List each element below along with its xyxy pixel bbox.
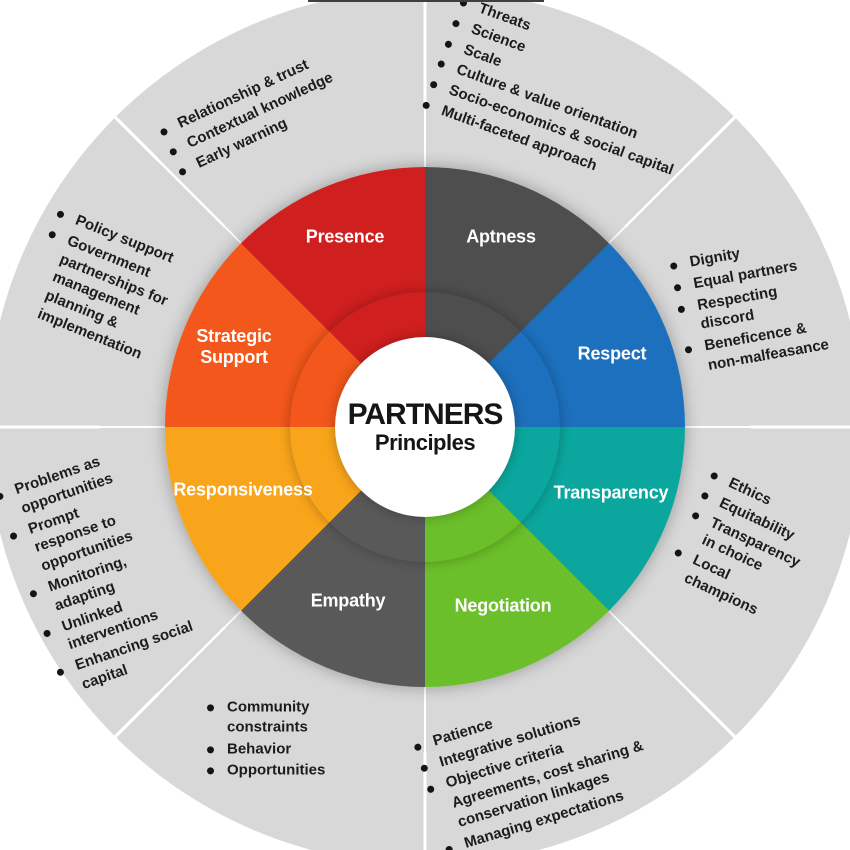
- bullet-icon: [413, 742, 423, 752]
- sector-label-strategic-support: Strategic Support: [196, 325, 272, 367]
- sector-label-responsiveness: Responsiveness: [173, 479, 313, 500]
- sector-label-negotiation: Negotiation: [454, 595, 552, 616]
- bullet-icon: [0, 491, 5, 501]
- note-item: Behavior: [207, 739, 397, 759]
- bullet-icon: [207, 704, 214, 712]
- bullet-icon: [8, 531, 18, 541]
- note-item: Community constraints: [207, 697, 397, 737]
- bullet-icon: [28, 589, 38, 599]
- note-text: Behavior: [227, 740, 292, 757]
- diagram-subtitle: Principles: [374, 429, 476, 455]
- bullet-icon: [168, 147, 178, 157]
- sector-label-respect: Respect: [577, 343, 647, 364]
- bullet-icon: [207, 767, 214, 775]
- bullet-icon: [159, 127, 169, 137]
- note-item: Opportunities: [207, 761, 397, 781]
- bullet-icon: [677, 304, 686, 314]
- bullet-icon: [673, 283, 682, 292]
- bullet-icon: [207, 746, 214, 753]
- top-edge-line: [308, 0, 544, 2]
- bullet-icon: [451, 18, 461, 28]
- bullet-icon: [700, 491, 710, 501]
- bullet-icon: [177, 166, 188, 177]
- bullet-icon: [444, 845, 454, 850]
- sector-label-empathy: Empathy: [310, 590, 386, 611]
- bullet-icon: [684, 345, 693, 354]
- note-text: Opportunities: [227, 761, 326, 779]
- sector-label-aptness: Aptness: [466, 226, 536, 247]
- bullet-icon: [421, 100, 431, 110]
- center-circle: PARTNERS Principles: [335, 337, 515, 517]
- bullet-icon: [436, 59, 446, 69]
- sector-label-transparency: Transparency: [553, 482, 669, 503]
- sector-label-presence: Presence: [305, 226, 385, 247]
- bullet-icon: [56, 667, 65, 677]
- bullet-icon: [419, 763, 429, 773]
- bullet-icon: [444, 39, 454, 49]
- bullet-icon: [55, 209, 66, 219]
- bullet-icon: [673, 548, 683, 558]
- bullet-icon: [42, 628, 52, 638]
- bullet-icon: [429, 80, 439, 90]
- bullet-icon: [709, 471, 719, 481]
- bullet-icon: [669, 261, 678, 271]
- note-text: Community constraints: [227, 698, 310, 736]
- bullet-icon: [426, 784, 435, 794]
- bullet-icon: [47, 229, 57, 240]
- diagram-title: PARTNERS: [347, 398, 504, 432]
- bullet-icon: [691, 510, 701, 521]
